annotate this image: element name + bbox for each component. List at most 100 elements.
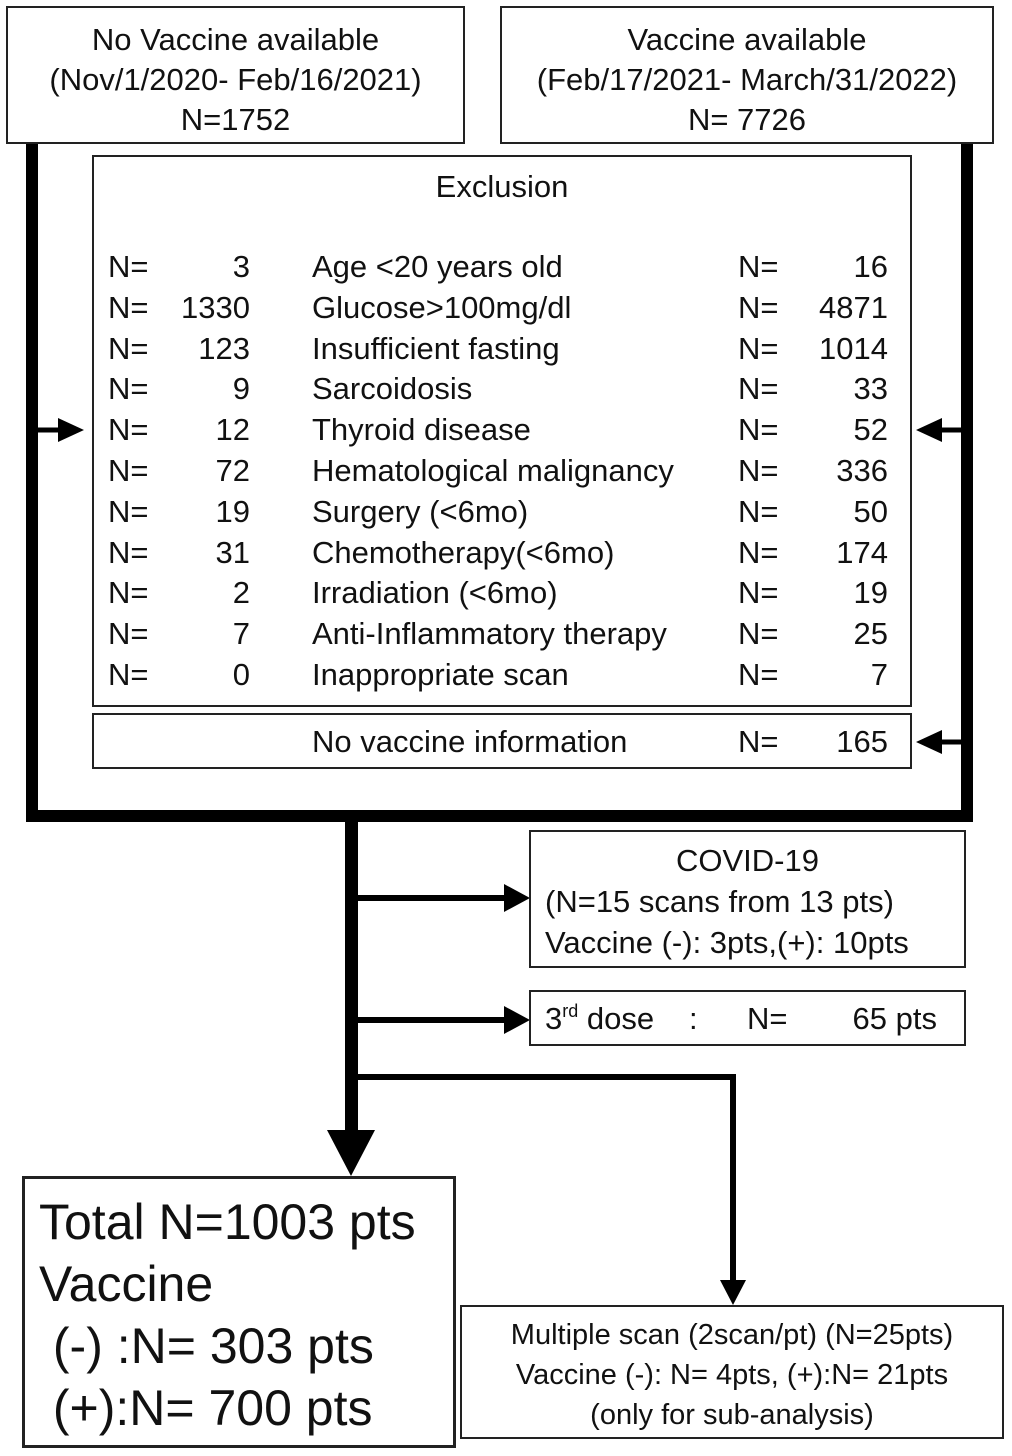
exclusion-criterion: Inappropriate scan: [312, 657, 569, 692]
exclusion-left-n-label: N=: [108, 534, 149, 570]
exclusion-criterion: Surgery (<6mo): [312, 493, 529, 529]
no-vaccine-title: No Vaccine available: [91, 22, 380, 57]
exclusion-left-value: 9: [232, 371, 250, 407]
multiple-scan-note: (only for sub-analysis): [590, 1399, 874, 1431]
exclusion-right-value: 33: [853, 371, 888, 407]
exclusion-left-n-label: N=: [108, 289, 149, 325]
exclusion-left-n-label: N=: [108, 412, 149, 448]
exclusion-title: Exclusion: [435, 169, 569, 204]
exclusion-right-value: 16: [853, 249, 888, 284]
exclusion-right-value: 174: [836, 534, 888, 570]
vaccine-count: N= 7726: [687, 102, 807, 137]
exclusion-right-n-label: N=: [738, 412, 779, 448]
left-vertical-line: [26, 142, 38, 822]
covid-title: COVID-19: [676, 843, 819, 878]
exclusion-right-n-label: N=: [738, 575, 779, 611]
right-vertical-line: [961, 142, 973, 822]
exclusion-right-value: 19: [853, 575, 888, 611]
exclusion-left-n-label: N=: [108, 616, 149, 652]
exclusion-criterion: Anti-Inflammatory therapy: [312, 616, 667, 652]
exclusion-row: N= 31 Chemotherapy(<6mo) N= 174: [94, 533, 910, 573]
exclusion-criterion: Hematological malignancy: [312, 453, 674, 488]
exclusion-left-value: 3: [232, 249, 250, 284]
exclusion-left-value: 1330: [181, 289, 250, 325]
exclusion-row: N= 123 Insufficient fasting N= 1014: [94, 329, 910, 369]
third-dose-label: 3rd dose: [545, 1001, 655, 1036]
total-vaccine-negative: (-) :N= 303 pts: [39, 1318, 374, 1374]
exclusion-criterion: Glucose>100mg/dl: [312, 289, 572, 325]
exclusion-left-n-label: N=: [108, 330, 149, 366]
exclusion-right-value: 50: [853, 493, 888, 529]
exclusion-left-value: 72: [215, 453, 250, 488]
exclusion-left-value: 31: [215, 534, 250, 570]
exclusion-row: N= 9 Sarcoidosis N= 33: [94, 369, 910, 409]
vaccine-source-box: Vaccine available (Feb/17/2021- March/31…: [500, 6, 994, 144]
third-dose-arrowhead: [504, 1006, 530, 1034]
covid-box: COVID-19 (N=15 scans from 13 pts) Vaccin…: [529, 830, 966, 968]
exclusion-left-n-label: N=: [108, 493, 149, 529]
total-vaccine-positive: (+):N= 700 pts: [39, 1380, 373, 1436]
exclusion-left-value: 123: [198, 330, 250, 366]
exclusion-right-value: 1014: [819, 330, 888, 366]
total-box: Total N=1003 pts Vaccine (-) :N= 303 pts…: [22, 1176, 456, 1448]
vaccine-period: (Feb/17/2021- March/31/2022): [536, 62, 958, 97]
vaccine-title: Vaccine available: [627, 22, 867, 57]
exclusion-right-n-label: N=: [738, 249, 779, 284]
no-vaccine-count: N=1752: [180, 102, 291, 137]
multiple-scan-arrowhead: [720, 1280, 746, 1305]
exclusion-left-n-label: N=: [108, 453, 149, 488]
no-vaccine-info-box: No vaccine information N= 165: [92, 713, 912, 769]
exclusion-left-value: 7: [232, 616, 250, 652]
exclusion-right-n-label: N=: [738, 493, 779, 529]
third-dose-box: 3rd dose : N= 65 pts: [529, 990, 966, 1046]
right-exclusion-arrowhead: [916, 418, 942, 442]
covid-scans: (N=15 scans from 13 pts): [545, 884, 894, 919]
exclusion-left-n-label: N=: [108, 371, 149, 407]
exclusion-left-value: 19: [215, 493, 250, 529]
exclusion-right-value: 336: [836, 453, 888, 488]
exclusion-right-n-label: N=: [738, 534, 779, 570]
exclusion-criterion: Chemotherapy(<6mo): [312, 534, 615, 570]
exclusion-right-n-label: N=: [738, 657, 779, 692]
third-dose-n-label: N=: [747, 1001, 788, 1036]
exclusion-left-value: 12: [215, 412, 250, 448]
covid-vaccine-split: Vaccine (-): 3pts,(+): 10pts: [545, 925, 909, 960]
exclusion-left-n-label: N=: [108, 575, 149, 611]
exclusion-left-value: 0: [232, 657, 250, 692]
no-vaccine-period: (Nov/1/2020- Feb/16/2021): [49, 62, 422, 97]
exclusion-row: N= 12 Thyroid disease N= 52: [94, 410, 910, 450]
exclusion-criterion: Thyroid disease: [312, 412, 531, 448]
exclusion-row: N= 1330 Glucose>100mg/dl N= 4871: [94, 288, 910, 328]
total-vaccine-heading: Vaccine: [39, 1256, 214, 1312]
no-vaccine-source-box: No Vaccine available (Nov/1/2020- Feb/16…: [6, 6, 465, 144]
exclusion-criterion: Sarcoidosis: [312, 371, 473, 407]
exclusion-criterion: Irradiation (<6mo): [312, 575, 558, 611]
exclusion-row: N= 0 Inappropriate scan N= 7: [94, 655, 910, 695]
third-dose-colon: :: [689, 1001, 698, 1036]
multiple-scan-box: Multiple scan (2scan/pt) (N=25pts) Vacci…: [460, 1305, 1004, 1439]
main-down-line: [345, 822, 358, 1134]
exclusion-right-n-label: N=: [738, 371, 779, 407]
exclusion-right-value: 52: [853, 412, 888, 448]
exclusion-criterion: Insufficient fasting: [312, 330, 560, 366]
multiple-scan-title: Multiple scan (2scan/pt) (N=25pts): [510, 1319, 954, 1351]
multiple-scan-vaccine-split: Vaccine (-): N= 4pts, (+):N= 21pts: [515, 1359, 949, 1391]
no-vaccine-info-label: No vaccine information: [312, 724, 628, 759]
exclusion-left-n-label: N=: [108, 249, 149, 284]
total-arrowhead: [327, 1130, 375, 1176]
exclusion-row: N= 19 Surgery (<6mo) N= 50: [94, 492, 910, 532]
exclusion-criterion: Age <20 years old: [312, 249, 563, 284]
left-exclusion-arrowhead: [58, 418, 84, 442]
exclusion-right-n-label: N=: [738, 330, 779, 366]
exclusion-right-value: 7: [870, 657, 888, 692]
exclusion-right-value: 4871: [819, 289, 888, 325]
exclusion-right-n-label: N=: [738, 289, 779, 325]
covid-arrowhead: [504, 884, 530, 912]
exclusion-left-value: 2: [232, 575, 250, 611]
exclusion-left-n-label: N=: [108, 657, 149, 692]
bottom-horizontal-line: [26, 810, 973, 822]
no-vaccine-info-value: 165: [836, 724, 888, 759]
